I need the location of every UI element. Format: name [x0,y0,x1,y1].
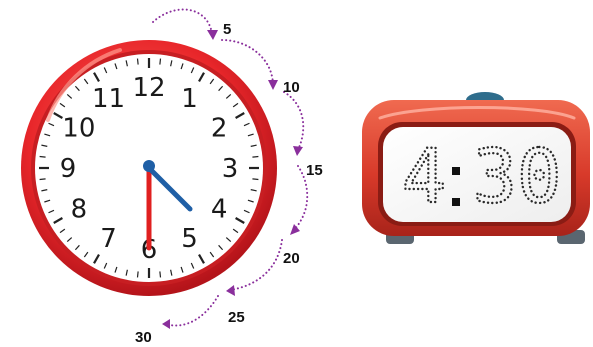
arrowhead-30 [162,319,170,329]
minute-label-20: 20 [283,250,300,267]
arrowhead-20 [290,224,300,235]
digital-separator-dot-top [452,167,460,175]
minute-label-30: 30 [135,329,152,346]
clock-tick [138,271,139,277]
clock-number: 11 [92,84,125,114]
minute-arc-30 [166,296,218,326]
clock-number: 10 [62,114,95,144]
clock-number: 7 [100,224,117,254]
clock-tick [138,59,139,65]
clock-tick [252,179,258,180]
clock-number: 2 [211,114,228,144]
minute-arc-15 [284,92,303,150]
digital-minutes: 30 [472,134,561,220]
arrowhead-15 [293,146,303,156]
minute-label-15: 15 [306,162,323,179]
digital-separator-dot-bottom [452,198,460,206]
digital-hours: 4 [402,134,447,220]
clock-number: 9 [60,154,77,184]
minute-label-5: 5 [223,21,231,38]
arrowhead-10 [268,80,278,90]
clock-number: 12 [132,73,165,103]
clock-number: 3 [222,154,239,184]
clock-tick [160,271,161,277]
clock-center-pin [143,160,155,172]
arrowhead-5 [207,30,218,40]
clock-number: 8 [71,195,88,225]
arrowhead-25 [226,285,235,296]
clock-tick [252,157,258,158]
clock-tick [40,179,46,180]
clock-number: 5 [181,224,198,254]
minute-label-25: 25 [228,309,245,326]
analog-clock: 121234567891011 [21,40,277,296]
clock-tick [160,59,161,65]
clock-number: 1 [181,84,198,114]
clock-tick [40,157,46,158]
digital-alarm-clock: 4 30 : [362,92,590,244]
clock-number: 4 [211,195,228,225]
minute-arc-5 [153,10,212,35]
minute-label-10: 10 [283,79,300,96]
